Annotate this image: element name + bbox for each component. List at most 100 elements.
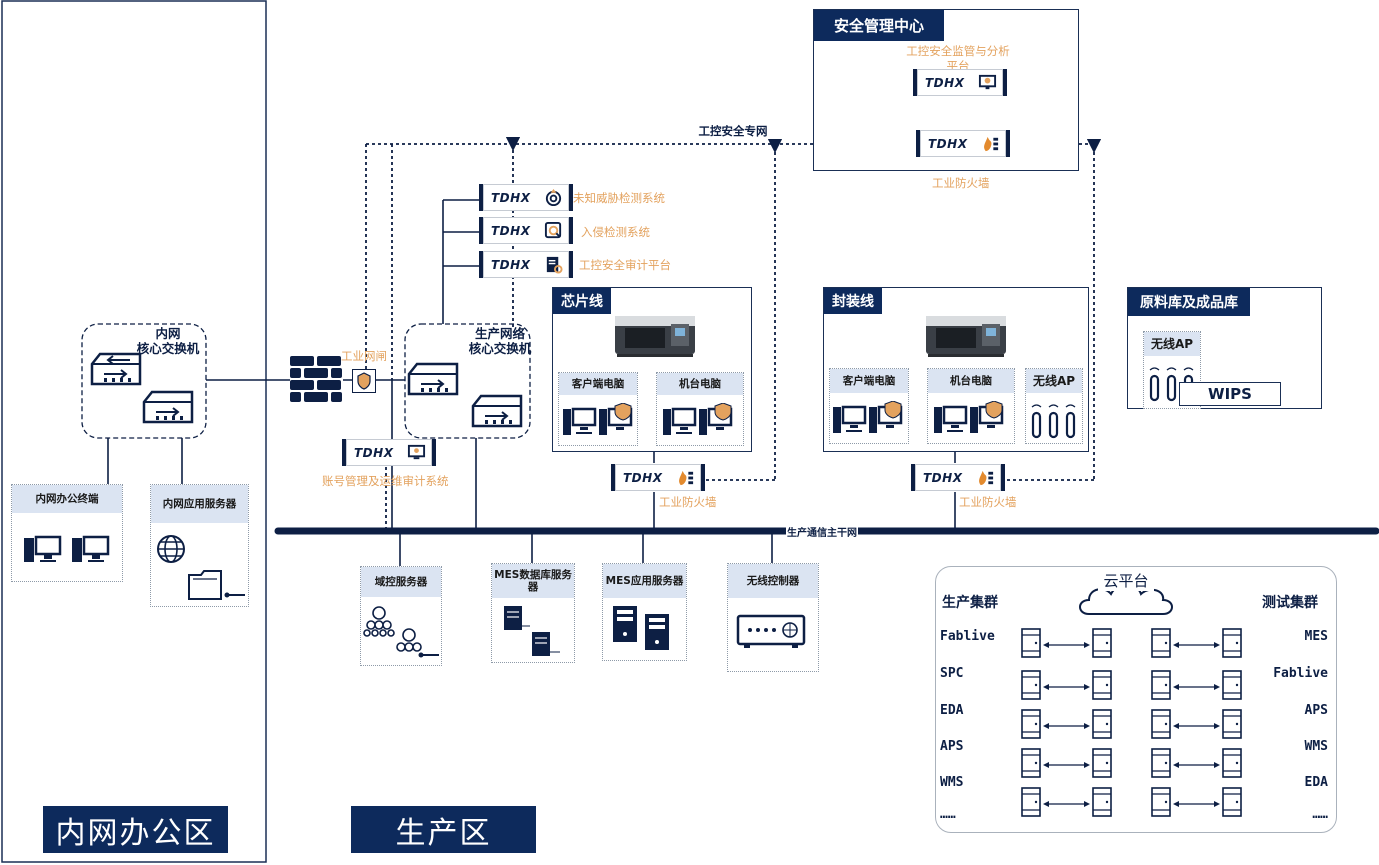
cloud-server-icon (1151, 709, 1171, 739)
account-mgmt-device: TDHX (342, 439, 436, 466)
pack-machine-pc-box: 机台电脑 (927, 368, 1015, 444)
ids-scan-icon (544, 221, 562, 239)
cloud-server-icon (1021, 628, 1041, 658)
cloud-left-item: Fablive (940, 629, 995, 644)
office-switch-icon-2 (142, 390, 194, 424)
domain-server-header: 域控服务器 (361, 567, 441, 597)
chip-line-title: 芯片线 (553, 288, 611, 314)
cloud-link-arrow (1173, 723, 1220, 729)
cloud-server-icon (1222, 670, 1242, 700)
account-mgmt-label: 账号管理及运维审计系统 (322, 474, 449, 488)
cloud-link-arrow (1173, 801, 1220, 807)
office-switch-line1: 内网 (155, 326, 181, 341)
cloud-link-arrow (1173, 642, 1220, 648)
threat-target-icon (545, 188, 562, 207)
pack-firewall-label: 工业防火墙 (959, 495, 1017, 509)
warehouse-ap-header: 无线AP (1144, 332, 1200, 356)
account-monitor-icon (407, 444, 426, 460)
app-server-icon (613, 606, 669, 650)
office-switch-line2: 核心交换机 (136, 341, 200, 356)
cloud-server-icon (1151, 628, 1171, 658)
cloud-server-icon (1222, 628, 1242, 658)
cloud-server-icon (1092, 709, 1112, 739)
wips-box: WIPS (1179, 382, 1281, 406)
security-center-title: 安全管理中心 (814, 10, 945, 41)
chip-client-pc-header: 客户端电脑 (559, 373, 637, 395)
cloud-title: 云平台 (1098, 570, 1154, 591)
cloud-server-icon (1222, 748, 1242, 778)
tdhx-brand: TDHX (623, 470, 663, 485)
gateway-shield-icon (352, 369, 376, 393)
cloud-server-icon (1092, 628, 1112, 658)
pc-shield-icon (563, 403, 633, 435)
mes-db-server-header: MES数据库服务器 (492, 564, 574, 598)
office-zone-label: 内网办公区 (43, 806, 228, 853)
audit-label: 工控安全审计平台 (579, 258, 671, 272)
pack-firewall-device: TDHX (911, 464, 1005, 491)
cloud-left-item: EDA (940, 703, 964, 718)
db-server-icon (504, 606, 560, 656)
warehouse-title: 原料库及成品库 (1128, 288, 1250, 316)
cloud-link-arrow (1043, 723, 1090, 729)
mes-app-server-box: MES应用服务器 (602, 563, 687, 661)
cloud-server-icon (1222, 787, 1242, 817)
audit-doc-icon (546, 256, 563, 274)
firewall-flame-icon (984, 136, 999, 152)
prod-cluster-label: 生产集群 (942, 595, 998, 611)
cloud-link-arrow (1043, 801, 1090, 807)
prod-switch-icon-1 (407, 362, 459, 396)
cloud-server-icon (1021, 709, 1041, 739)
cloud-right-item: WMS (1304, 739, 1328, 754)
globe-icon (157, 535, 185, 563)
office-app-server-header: 内网应用服务器 (151, 485, 248, 523)
wireless-controller-box: 无线控制器 (727, 563, 819, 672)
cloud-server-icon (1092, 748, 1112, 778)
monitor-icon (978, 74, 997, 90)
pc-icon (72, 535, 110, 562)
firewall-flame-icon (979, 470, 994, 486)
pc-shield-icon (663, 403, 733, 435)
cloud-left-item: SPC (940, 666, 964, 681)
audit-device: TDHX (479, 251, 573, 278)
pack-client-pc-header: 客户端电脑 (830, 369, 908, 393)
cloud-server-icon (1021, 670, 1041, 700)
domain-server-box: 域控服务器 (360, 566, 442, 666)
gateway-label: 工业网闸 (341, 349, 387, 363)
cloud-right-item: EDA (1304, 775, 1328, 790)
test-cluster-label: 测试集群 (1262, 595, 1318, 611)
brick-firewall-icon (290, 356, 343, 402)
tdhx-brand: TDHX (354, 445, 394, 460)
pack-wireless-ap-header: 无线AP (1026, 369, 1082, 393)
office-terminal-box: 内网办公终端 (11, 484, 123, 582)
ids-label: 入侵检测系统 (581, 225, 650, 239)
cloud-server-icon (1092, 670, 1112, 700)
tdhx-brand: TDHX (491, 257, 531, 272)
prod-switch-icon-2 (471, 394, 523, 428)
wireless-controller-header: 无线控制器 (728, 564, 818, 598)
ids-device: TDHX (479, 217, 573, 244)
cloud-link-arrow (1043, 762, 1090, 768)
package-line-title: 封装线 (824, 288, 882, 314)
office-app-server-box: 内网应用服务器 (150, 484, 249, 607)
cloud-server-icon (1021, 787, 1041, 817)
wireless-ap-icon (1031, 404, 1076, 439)
mes-db-server-box: MES数据库服务器 (491, 563, 575, 663)
cnc-machine-icon (926, 316, 1006, 357)
firewall-flame-icon (679, 470, 694, 486)
prod-switch-line1: 生产网络 (474, 326, 525, 341)
cloud-server-icon (1151, 787, 1171, 817)
office-terminal-header: 内网办公终端 (12, 485, 122, 513)
monitor-platform-device: TDHX (913, 69, 1007, 96)
prod-switch-label: 生产网络 核心交换机 (456, 326, 544, 356)
cloud-left-item: APS (940, 739, 964, 754)
office-switch-icon-1 (90, 352, 142, 386)
chip-firewall-label: 工业防火墙 (659, 495, 717, 509)
tdhx-brand: TDHX (925, 75, 965, 90)
chip-client-pc-box: 客户端电脑 (558, 372, 638, 446)
unknown-threat-label: 未知威胁检测系统 (573, 191, 665, 205)
center-firewall-label: 工业防火墙 (932, 176, 990, 190)
cloud-left-item: …… (940, 807, 956, 822)
pc-shield-icon (833, 401, 903, 433)
wireless-controller-icon (736, 614, 806, 648)
tdhx-brand: TDHX (928, 136, 968, 151)
